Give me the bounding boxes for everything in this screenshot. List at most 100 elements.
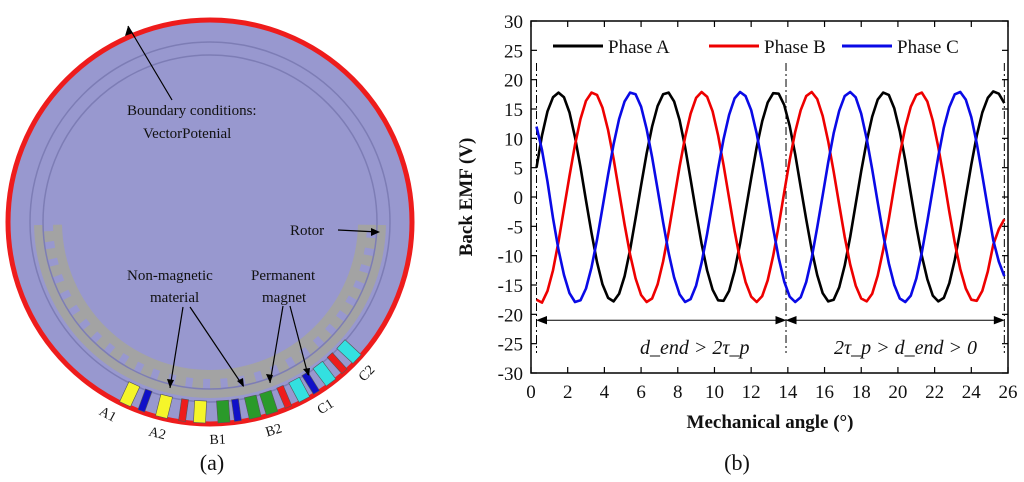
stator-coil-block	[155, 393, 173, 419]
x-tick-label: 20	[888, 382, 907, 403]
legend-label: Phase B	[764, 37, 826, 58]
y-tick-label: -30	[498, 364, 523, 385]
inner-boundary-circle-outer	[29, 41, 391, 403]
y-tick-label: 0	[514, 188, 524, 209]
dimension-arrowhead	[536, 315, 548, 325]
rotor-slot	[52, 273, 65, 285]
panel-b-label: (b)	[724, 450, 750, 475]
rotor-slot	[150, 368, 161, 381]
stator-coils	[119, 339, 362, 424]
rotor-slot	[90, 331, 103, 344]
x-tick-label: 16	[815, 382, 834, 403]
nonmag-arrow-2	[189, 306, 244, 387]
y-tick-label: 15	[504, 100, 523, 121]
nonmag-callout-line1: Non-magnetic	[127, 268, 213, 284]
legend-label: Phase A	[608, 37, 670, 58]
pm-callout-line2: magnet	[262, 290, 307, 306]
dimension-arrowhead	[785, 315, 797, 325]
stator-coil-block	[193, 400, 207, 424]
callout-arrowheads	[125, 26, 380, 388]
rotor-slot	[42, 223, 54, 232]
stator-coil-block	[119, 381, 141, 408]
rotor-slot	[335, 310, 349, 322]
x-axis-label: Mechanical angle (°)	[687, 412, 854, 433]
inner-boundary-circle-inner	[42, 54, 378, 390]
pm-arrow-1	[269, 305, 284, 384]
stator-coil-block	[288, 376, 311, 403]
x-tick-label: 22	[925, 382, 944, 403]
rotor-slot	[47, 257, 59, 267]
series-line-phase-a	[535, 90, 1006, 303]
series-lines	[535, 90, 1006, 304]
y-tick-label: 5	[514, 159, 524, 180]
y-axis-label: Back EMF (V)	[456, 138, 477, 257]
dimension-arrows	[536, 315, 1005, 325]
motor-cross-section-panel: Boundary conditions: VectorPotenial Roto…	[5, 17, 415, 475]
x-tick-label: 24	[962, 382, 982, 403]
phase-label-a2: A2	[147, 425, 167, 444]
rotor-slot	[59, 289, 72, 301]
stator-coil-block	[326, 352, 348, 375]
boundary-callout-line1: Boundary conditions:	[127, 103, 257, 119]
stator-coil-block	[259, 390, 279, 416]
stator-coil-block	[276, 385, 293, 409]
y-tick-label: -25	[498, 335, 523, 356]
y-tick-label: 20	[504, 71, 523, 92]
x-tick-label: 14	[778, 382, 798, 403]
x-tick-label: 18	[852, 382, 871, 403]
series-line-phase-c	[535, 90, 1006, 304]
rotor-slot	[103, 342, 116, 356]
rotor-slot	[325, 323, 338, 336]
y-tick-label: -20	[498, 305, 523, 326]
boundary-arrow	[127, 25, 173, 101]
dimension-arrowhead	[993, 315, 1005, 325]
rotor-slot	[220, 378, 229, 389]
annotation-left: d_end > 2τ_p	[640, 337, 750, 359]
stator-coil-block	[231, 398, 242, 422]
y-tick-label: 10	[504, 129, 523, 150]
rotor-slot	[78, 318, 91, 331]
x-tick-label: 10	[705, 382, 724, 403]
rotor-slot	[359, 264, 371, 274]
rotor-slot	[353, 280, 366, 291]
nonmag-callout-line2: material	[150, 290, 199, 306]
panel-a-label: (a)	[200, 450, 224, 475]
annotation-right-text: 2τ_p > d_end > 0	[834, 337, 977, 359]
rotor-core	[34, 224, 386, 399]
boundary-callout-line2: VectorPotenial	[143, 126, 231, 142]
rotor-slot	[312, 335, 325, 349]
rotor-slot	[185, 377, 194, 389]
outer-boundary-circle	[5, 17, 415, 427]
rotor-slot	[118, 352, 130, 366]
rotor-slot	[44, 240, 56, 250]
annotation-right: 2τ_p > d_end > 0	[834, 337, 977, 359]
y-tick-label: -10	[498, 247, 523, 268]
rotor-slot	[345, 295, 358, 307]
y-tick-label: 30	[504, 12, 523, 33]
rotor-slot	[253, 370, 264, 383]
x-tick-label: 4	[600, 382, 610, 403]
y-tick-label: -5	[507, 217, 523, 238]
stator-coil-block	[244, 394, 262, 420]
series-line-phase-b	[535, 90, 1006, 304]
rotor-slot	[133, 361, 145, 374]
stator-coil-block	[312, 360, 337, 387]
x-tick-label: 26	[999, 382, 1018, 403]
phase-label-b1: B1	[209, 433, 226, 449]
x-tick-label: 2	[563, 382, 573, 403]
callout-arrows	[127, 25, 379, 389]
stator-coil-block	[178, 398, 189, 422]
y-tick-label: -15	[498, 276, 523, 297]
phase-label-c1: C1	[315, 397, 337, 418]
x-tick-label: 8	[673, 382, 683, 403]
phase-label-a1: A1	[96, 404, 118, 425]
phase-label-b2: B2	[264, 421, 284, 440]
rotor-slot	[284, 356, 297, 369]
dimension-arrowhead	[775, 315, 787, 325]
stator-coil-block	[137, 388, 153, 413]
